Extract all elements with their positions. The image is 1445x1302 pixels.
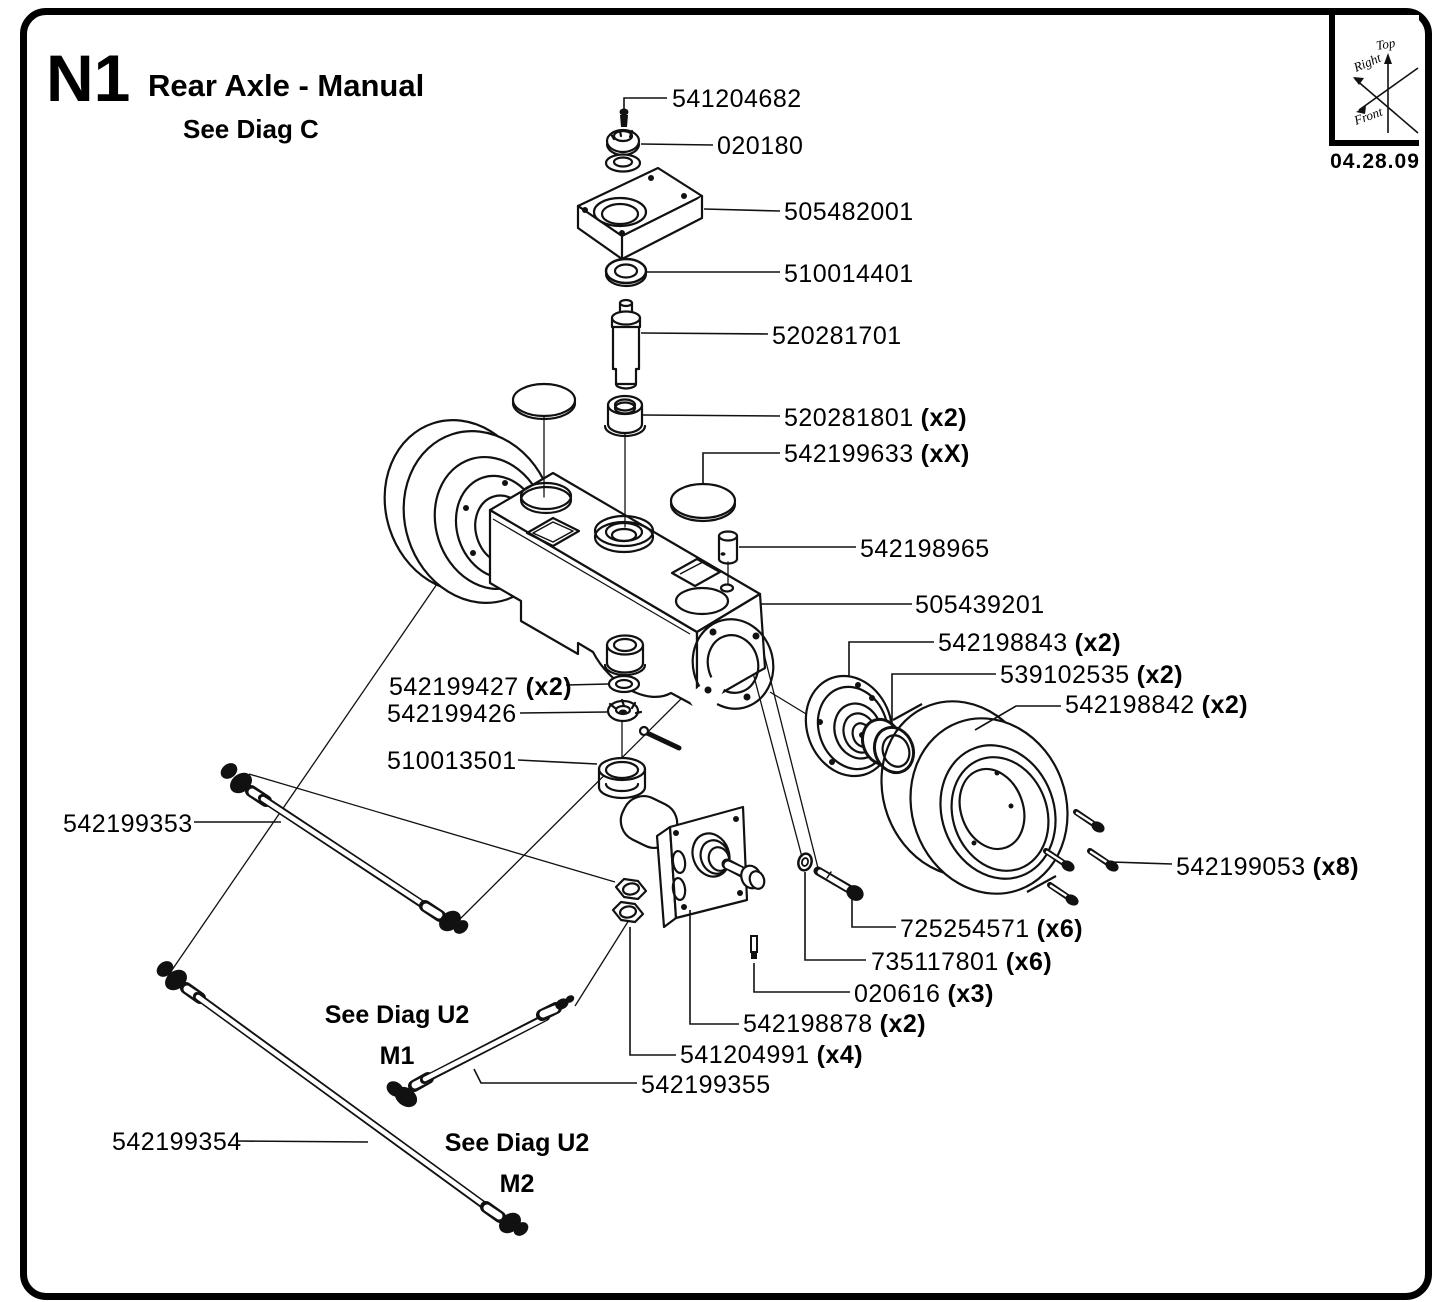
page-title: Rear Axle - Manual: [148, 68, 425, 103]
housing-c-bracket: [686, 618, 775, 728]
part-label: 541204682: [672, 85, 802, 114]
part-label: 020180: [717, 132, 803, 161]
part-number: 542199354: [112, 1128, 242, 1156]
part-label: 520281801(x2): [784, 404, 967, 433]
part-number: 020616: [854, 980, 941, 1008]
steering-cylinder-542198878: [611, 795, 766, 929]
part-label: 735117801(x6): [871, 948, 1052, 977]
axis-front-label: Front: [1351, 104, 1385, 129]
part-number: 505482001: [784, 198, 914, 226]
part-number: 542199355: [641, 1071, 771, 1099]
part-qty: (x2): [1136, 661, 1184, 689]
hose-542199353: [220, 763, 469, 934]
see-diag-ref-code: M2: [499, 1170, 535, 1198]
part-number: 542199353: [63, 810, 193, 838]
see-diag-ref-text: See Diag U2: [324, 1001, 470, 1029]
page-subtitle: See Diag C: [183, 114, 319, 144]
right-wheel-group: [804, 674, 1069, 895]
part-qty: (x2): [1201, 691, 1249, 719]
part-label: 542198878(x2): [743, 1010, 926, 1039]
see-diag-ref-m2: See Diag U2 M2: [445, 1129, 590, 1199]
part-label: 541204991(x4): [680, 1041, 863, 1070]
part-number: 542199427: [389, 673, 519, 701]
part-number: 542199426: [387, 700, 517, 728]
part-number: 542199053: [1176, 853, 1306, 881]
part-number: 541204991: [680, 1041, 810, 1069]
leader-lines: [194, 97, 1173, 1143]
part-label: 510013501: [387, 747, 517, 776]
part-label: 542198843(x2): [938, 629, 1121, 658]
lug-bolts-542199053: [1043, 809, 1119, 906]
part-number: 735117801: [871, 948, 999, 976]
part-number: 510013501: [387, 747, 517, 775]
part-qty: (x2): [920, 404, 968, 432]
hose-542199355: [386, 995, 575, 1108]
lower-stack: [597, 634, 682, 800]
part-number: 542198878: [743, 1010, 873, 1038]
part-label: 725254571(x6): [900, 915, 1083, 944]
part-qty: (x6): [1036, 915, 1084, 943]
axis-right-label: Right: [1350, 50, 1383, 75]
part-label: 542199053(x8): [1176, 853, 1359, 882]
see-diag-ref-code: M1: [379, 1042, 415, 1070]
part-qty: (x6): [1005, 948, 1053, 976]
hose-542199354: [156, 961, 529, 1236]
part-label: 505482001: [784, 198, 914, 227]
part-label: 510014401: [784, 260, 914, 289]
page-border-frame: [20, 8, 1432, 1300]
part-number: 725254571: [900, 915, 1030, 943]
diagram-id: N1: [46, 41, 131, 115]
part-label: 542199354: [112, 1128, 242, 1157]
part-number: 542198843: [938, 629, 1068, 657]
part-number: 542198842: [1065, 691, 1195, 719]
part-qty: (x2): [525, 673, 573, 701]
part-qty: (x4): [816, 1041, 864, 1069]
part-qty: (x2): [879, 1010, 927, 1038]
see-diag-ref-m1: See Diag U2 M1: [325, 1001, 470, 1071]
part-label: 542199353: [63, 810, 193, 839]
part-label: 520281701: [772, 322, 902, 351]
part-label: 542198842(x2): [1065, 691, 1248, 720]
part-label: 542199427(x2): [389, 673, 572, 702]
part-qty: (x3): [947, 980, 994, 1008]
top-stack: [511, 108, 739, 585]
part-number: 520281701: [772, 322, 902, 350]
part-number: 505439201: [915, 591, 1045, 619]
axis-top-label: Top: [1375, 35, 1397, 53]
part-label: 505439201: [915, 591, 1045, 620]
part-number: 541204682: [672, 85, 802, 113]
part-number: 510014401: [784, 260, 914, 288]
see-diag-ref-text: See Diag U2: [444, 1129, 590, 1157]
part-number: 542198965: [860, 535, 990, 563]
part-label: 542199426: [387, 700, 517, 729]
part-label: 020616(x3): [854, 980, 994, 1009]
orientation-box: Top Right Front: [1329, 15, 1419, 146]
part-number: 020180: [717, 132, 804, 160]
orientation-axes-icon: Top Right Front: [1350, 35, 1419, 134]
part-label: 542198965: [860, 535, 990, 564]
part-label: 539102535(x2): [1000, 661, 1183, 690]
part-qty: (x8): [1312, 853, 1360, 881]
part-qty: (x2): [1074, 629, 1122, 657]
part-label: 542199633(xX): [784, 440, 970, 469]
part-label: 542199355: [641, 1071, 771, 1100]
part-number: 520281801: [784, 404, 914, 432]
small-fasteners: [750, 852, 864, 959]
part-qty: (xX): [920, 440, 970, 468]
revision-date: 04.28.09: [1330, 150, 1420, 173]
part-number: 542199633: [784, 440, 914, 468]
part-number: 539102535: [1000, 661, 1130, 689]
